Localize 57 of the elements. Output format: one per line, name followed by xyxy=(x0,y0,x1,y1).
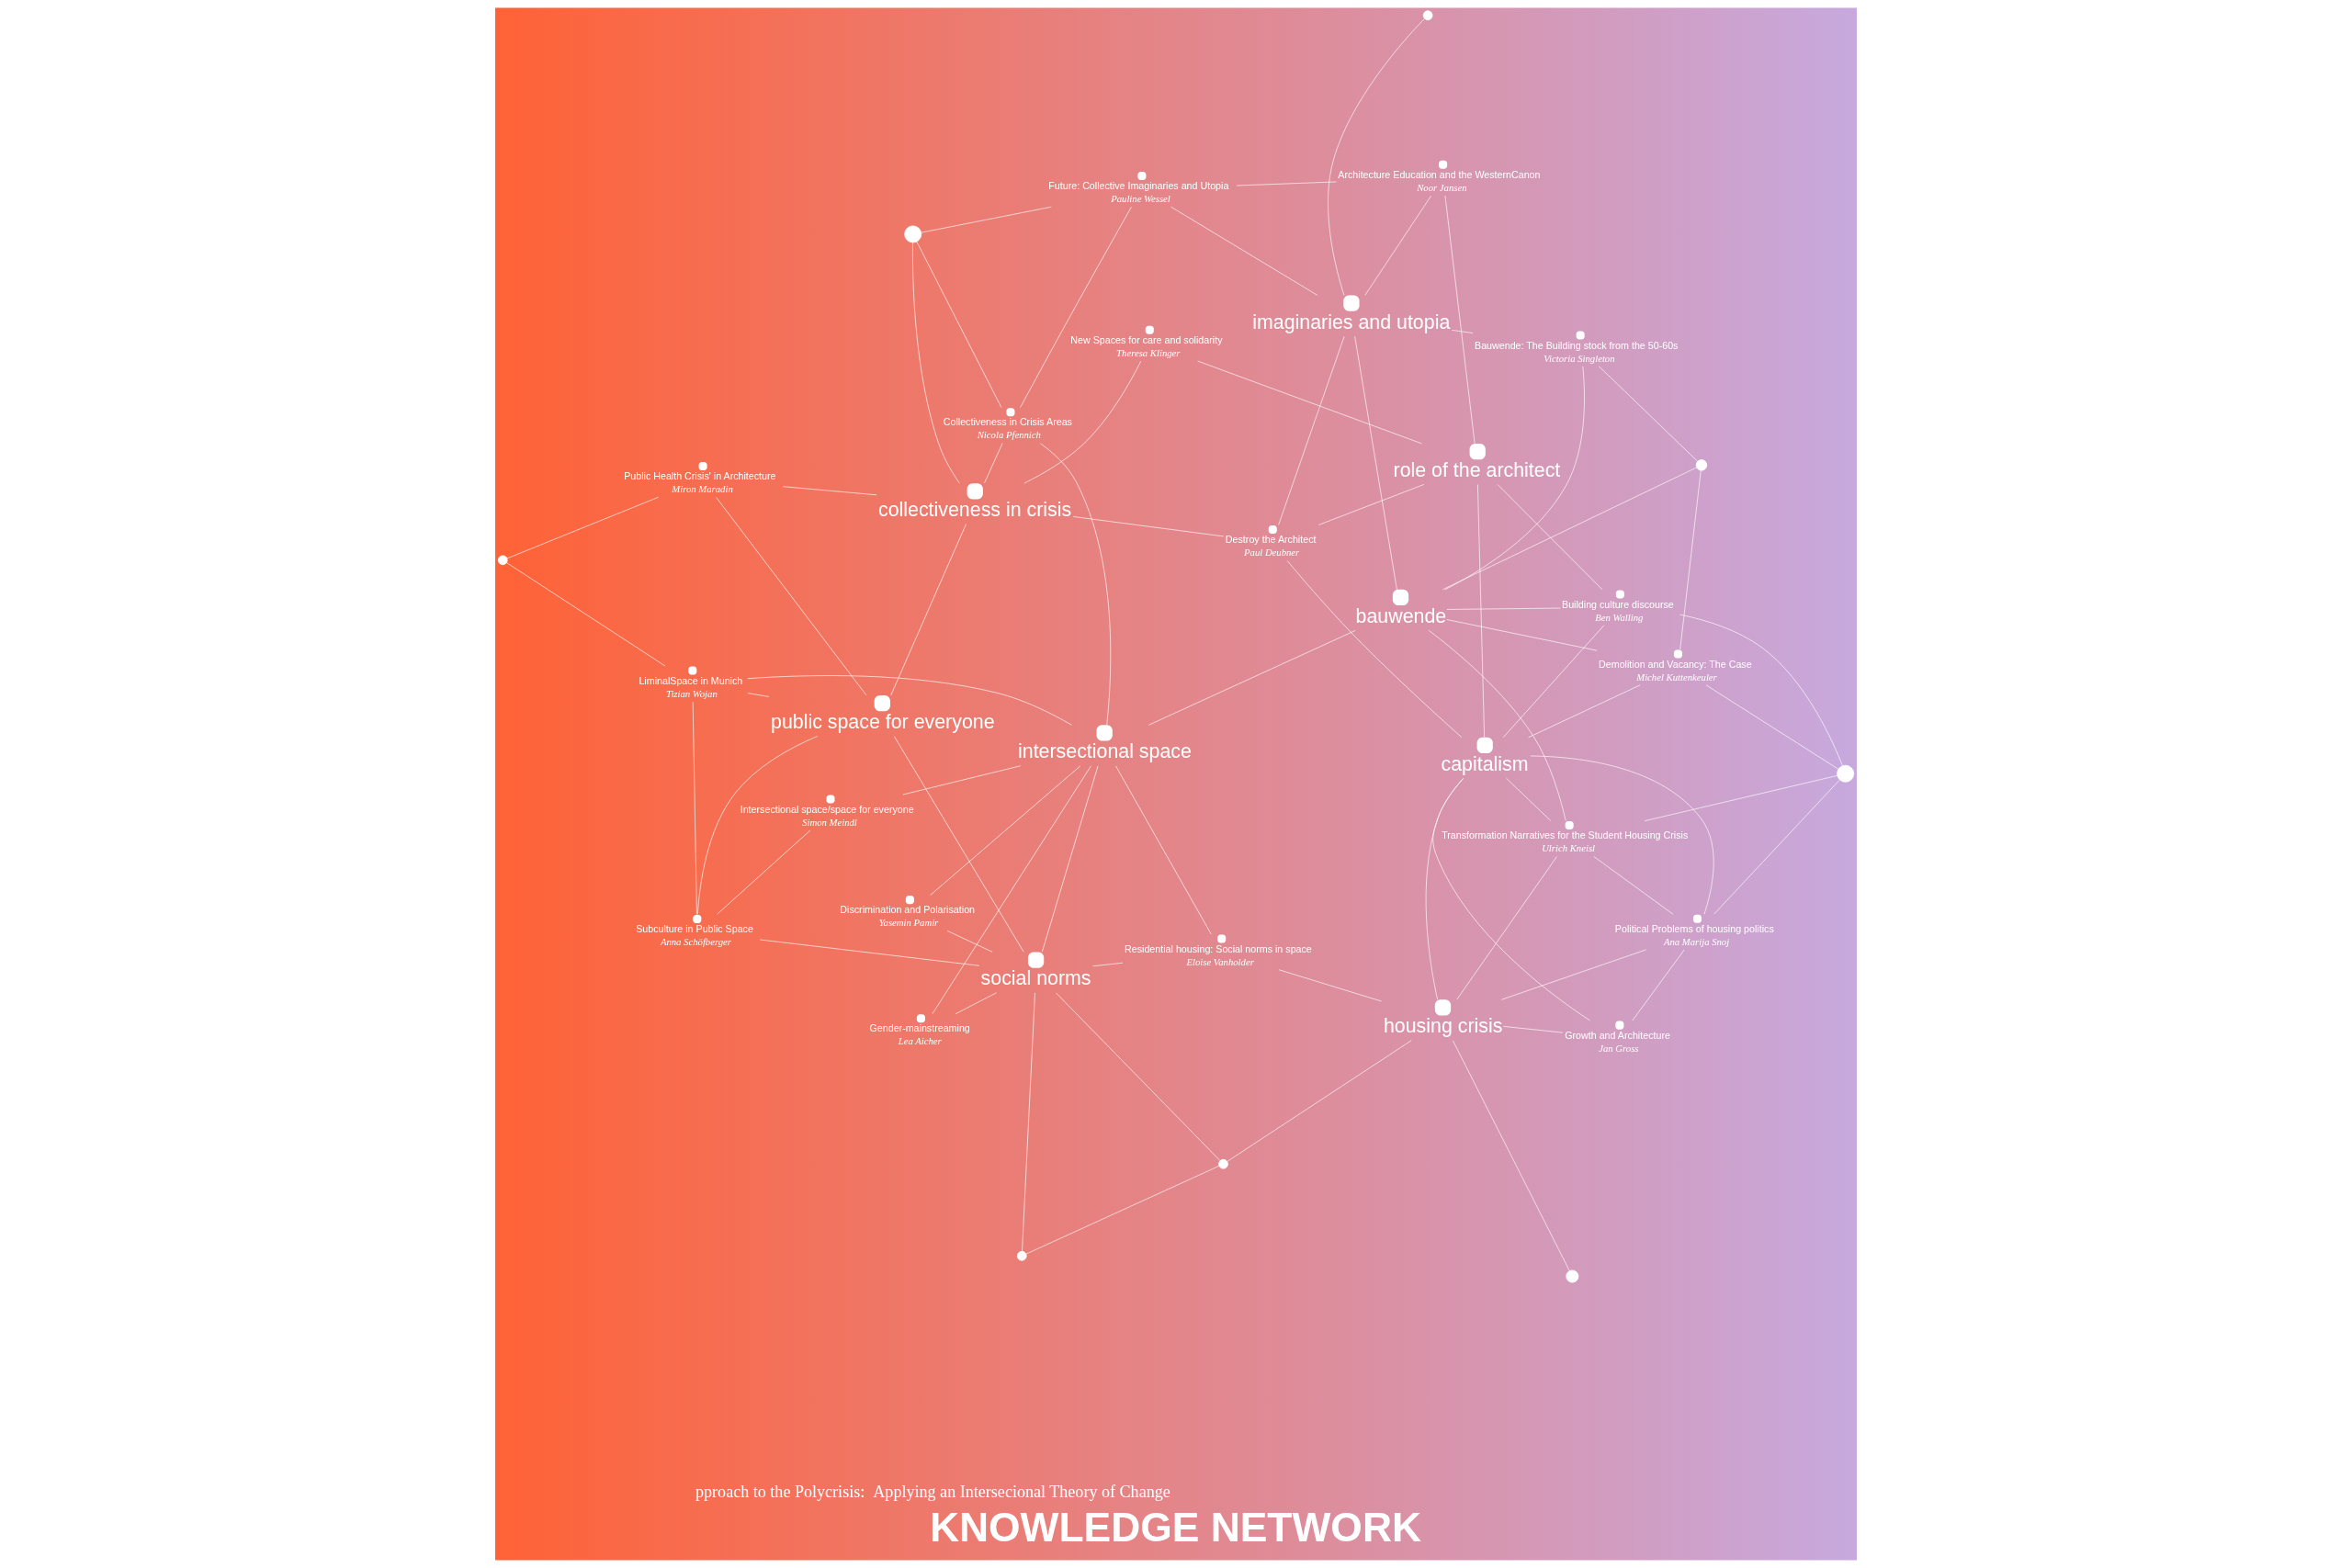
node-label: New Spaces for care and solidarity xyxy=(1070,333,1223,345)
node-circle xyxy=(1218,1158,1228,1169)
node-label: Subculture in Public Space xyxy=(636,923,753,935)
node-label: bauwende xyxy=(1355,604,1447,627)
node-label: Yasemin Pamir xyxy=(878,917,939,929)
node-label: Ben Walling xyxy=(1595,611,1644,623)
node-label: Jan Gross xyxy=(1599,1042,1639,1054)
node-circle xyxy=(497,555,508,566)
node-label: collectiveness in crisis xyxy=(877,499,1072,522)
node-label: Future: Collective Imaginaries and Utopia xyxy=(1048,180,1229,192)
node-label: Ulrich Kneisl xyxy=(1542,842,1596,854)
node-label: intersectional space xyxy=(1018,740,1192,763)
node-label: social norms xyxy=(980,967,1091,990)
node-circle xyxy=(1695,459,1708,471)
node-label: Public Health Crisis' in Architecture xyxy=(624,470,776,482)
node-label: Theresa Klinger xyxy=(1116,346,1181,358)
node-label: Collectiveness in Crisis Areas xyxy=(943,416,1072,428)
node-label: public space for everyone xyxy=(771,711,995,734)
node-label: housing crisis xyxy=(1383,1015,1503,1038)
node-circle xyxy=(1016,1250,1027,1261)
node-label: Simon Meindl xyxy=(802,816,857,828)
node-label: imaginaries and utopia xyxy=(1252,310,1451,333)
node-label: Lea Aicher xyxy=(898,1035,942,1047)
node-label: Residential housing: Social norms in space xyxy=(1125,942,1312,954)
node-label: Growth and Architecture xyxy=(1565,1029,1670,1041)
node-label: Eloise Vanholder xyxy=(1186,955,1254,967)
node-label: Miron Maradin xyxy=(672,483,733,495)
node-label: Gender-mainstreaming xyxy=(869,1022,970,1034)
label: pproach to the Polycrisis: Applying an Intersecional Theory of Change xyxy=(695,1482,1170,1501)
node-label: Intersectional space/space for everyone xyxy=(740,803,914,815)
node-label: Michel Kuttenkeuler xyxy=(1636,671,1717,682)
node-label: Transformation Narratives for the Student Housing Crisis xyxy=(1442,829,1689,841)
node-label: Nicola Pfennich xyxy=(977,429,1041,441)
node-label: LiminalSpace in Munich xyxy=(639,674,743,686)
node-label: Noor Jansen xyxy=(1417,181,1467,193)
node-label: Discrimination and Polarisation xyxy=(840,904,976,916)
connector xyxy=(1444,366,1585,591)
node-label: Political Problems of housing politics xyxy=(1614,922,1774,934)
diagram-title: KNOWLEDGE NETWORK xyxy=(929,1505,1422,1551)
connector xyxy=(1286,560,1463,739)
node-label: Anna Schöfberger xyxy=(660,936,731,948)
node-label: Ana Marija Snoj xyxy=(1663,935,1730,947)
node-circle xyxy=(904,225,922,243)
node-label: Tizian Wojan xyxy=(666,687,718,699)
node-label: role of the architect xyxy=(1393,458,1561,481)
node-label: Demolition and Vacancy: The Case xyxy=(1599,658,1752,670)
node-circle xyxy=(1566,1269,1579,1283)
node-label: Victoria Singleton xyxy=(1544,352,1615,364)
node-label: Building culture discourse xyxy=(1562,598,1674,610)
node-label: Architecture Education and the WesternCanon xyxy=(1338,168,1541,180)
node-label: capitalism xyxy=(1441,752,1529,775)
node-label: Pauline Wessel xyxy=(1111,193,1170,205)
node-label: Paul Deubner xyxy=(1244,547,1300,558)
node-circle xyxy=(1837,764,1855,783)
node-circle xyxy=(1422,10,1433,21)
node-label: Bauwende: The Building stock from the 50-60s xyxy=(1475,339,1679,351)
node-label: Destroy the Architect xyxy=(1225,534,1317,546)
